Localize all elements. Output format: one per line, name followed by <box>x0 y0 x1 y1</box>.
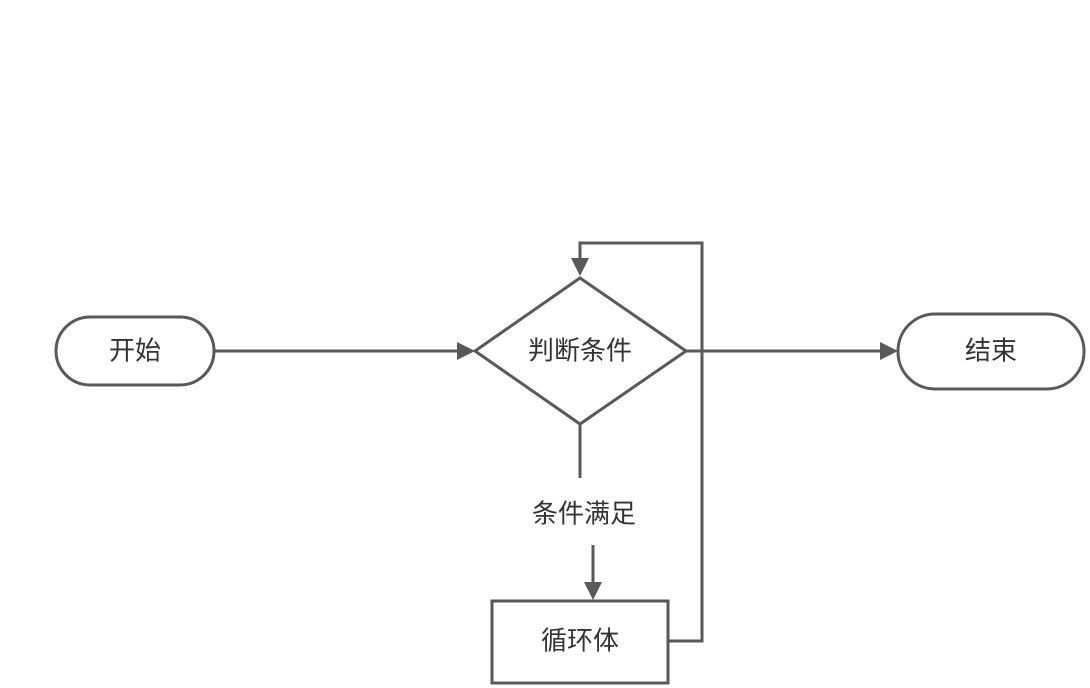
node-start: 开始 <box>54 315 216 387</box>
node-loop-body-label: 循环体 <box>541 627 619 657</box>
node-end: 结束 <box>896 312 1086 391</box>
edge-label-condition-met: 条件满足 <box>532 500 636 530</box>
node-start-label: 开始 <box>109 337 161 367</box>
diamond-shape <box>472 276 689 426</box>
edge-start-to-decision <box>214 342 475 360</box>
edge-decision-to-end <box>686 342 898 360</box>
node-decision: 判断条件 <box>472 276 689 426</box>
node-end-label: 结束 <box>965 337 1017 367</box>
arrowhead-icon <box>880 342 898 360</box>
edge-decision-to-loop: 条件满足 <box>532 424 636 600</box>
node-decision-label: 判断条件 <box>528 337 632 367</box>
terminal-shape <box>54 315 216 387</box>
node-loop-body: 循环体 <box>490 599 670 685</box>
arrowhead-icon <box>571 258 589 276</box>
terminal-shape <box>896 312 1086 391</box>
edge-loop-back <box>571 241 704 643</box>
process-shape <box>490 599 670 685</box>
arrowhead-icon <box>457 342 475 360</box>
arrowhead-icon <box>584 582 602 600</box>
